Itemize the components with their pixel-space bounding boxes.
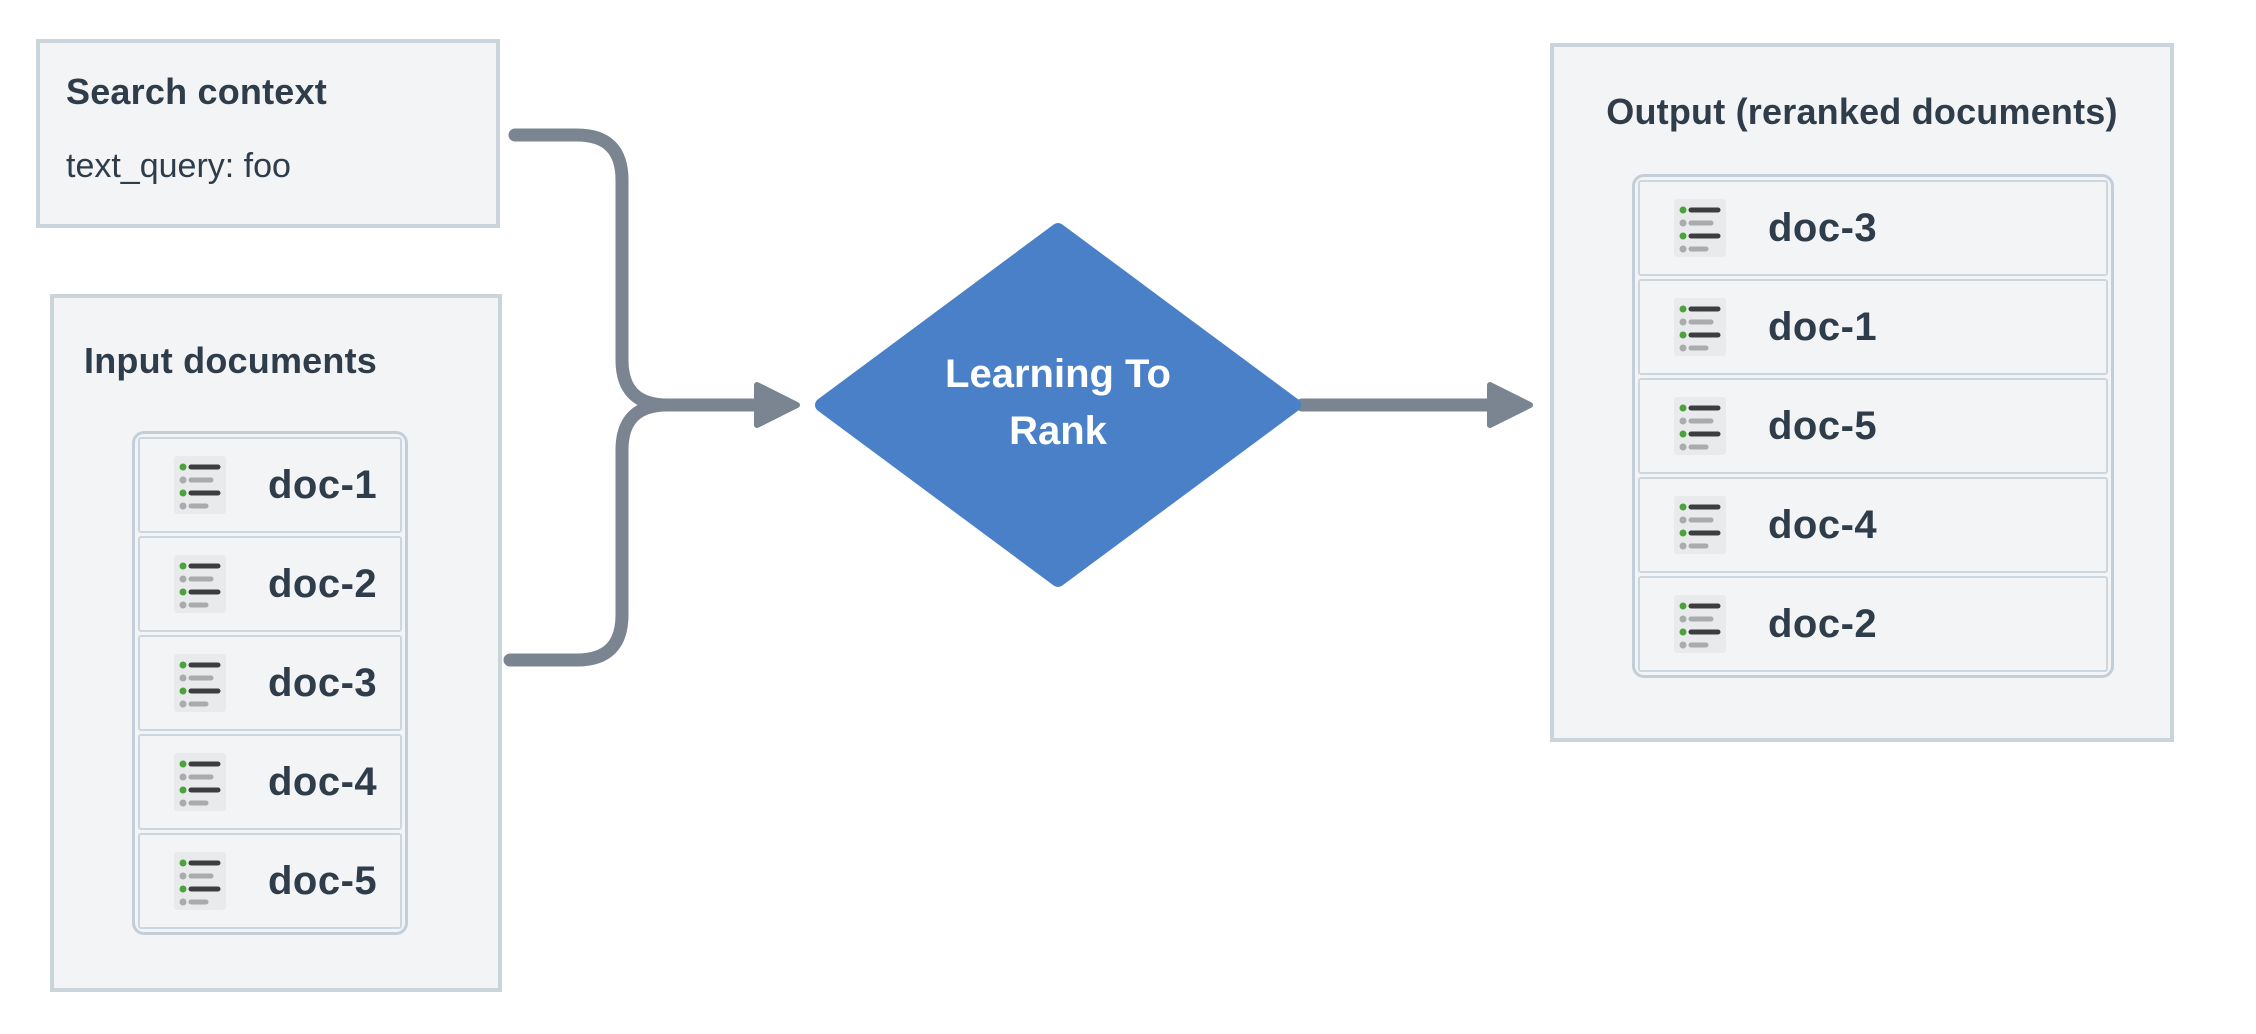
search-context-title: Search context	[66, 71, 327, 112]
document-row: doc-3	[138, 635, 402, 731]
document-row: doc-1	[1638, 279, 2108, 375]
document-list-icon	[1674, 496, 1726, 554]
document-row: doc-1	[138, 437, 402, 533]
document-label: doc-4	[1768, 502, 1878, 547]
document-row: doc-2	[1638, 576, 2108, 672]
output-documents-box: Output (reranked documents) doc-3 doc-1 …	[1550, 43, 2174, 742]
document-list-icon	[1674, 595, 1726, 653]
document-row: doc-2	[138, 536, 402, 632]
ltr-diamond-label: Learning To Rank	[858, 346, 1258, 460]
input-document-list: doc-1 doc-2 doc-3 doc-4	[132, 431, 408, 935]
document-label: doc-5	[268, 858, 378, 903]
search-context-box: Search context text_query: foo	[36, 39, 500, 228]
input-documents-box: Input documents doc-1 doc-2 doc-3	[50, 294, 502, 992]
arrowhead-into-output-icon	[1487, 382, 1533, 428]
ltr-diamond-label-line2: Rank	[1009, 409, 1107, 453]
document-label: doc-5	[1768, 403, 1878, 448]
document-row: doc-5	[138, 833, 402, 929]
document-list-icon	[174, 456, 226, 514]
document-list-icon	[174, 555, 226, 613]
output-documents-title: Output (reranked documents)	[1606, 91, 2118, 132]
document-list-icon	[174, 852, 226, 910]
document-row: doc-4	[138, 734, 402, 830]
document-list-icon	[1674, 199, 1726, 257]
document-label: doc-3	[268, 660, 378, 705]
document-list-icon	[1674, 397, 1726, 455]
document-list-icon	[1674, 298, 1726, 356]
document-label: doc-3	[1768, 205, 1878, 250]
output-document-list: doc-3 doc-1 doc-5 doc-4	[1632, 174, 2114, 678]
ltr-diamond-label-line1: Learning To	[945, 352, 1171, 396]
document-row: doc-3	[1638, 180, 2108, 276]
document-list-icon	[174, 753, 226, 811]
connector-from-search-context	[508, 128, 759, 412]
document-label: doc-4	[268, 759, 378, 804]
document-label: doc-2	[1768, 601, 1878, 646]
document-row: doc-4	[1638, 477, 2108, 573]
document-label: doc-1	[1768, 304, 1878, 349]
document-list-icon	[174, 654, 226, 712]
document-row: doc-5	[1638, 378, 2108, 474]
input-documents-title: Input documents	[84, 340, 377, 381]
text-query-value: text_query: foo	[66, 147, 291, 185]
arrowhead-into-diamond-icon	[754, 382, 800, 428]
document-label: doc-2	[268, 561, 378, 606]
connector-from-input-documents	[503, 398, 759, 667]
document-label: doc-1	[268, 462, 378, 507]
